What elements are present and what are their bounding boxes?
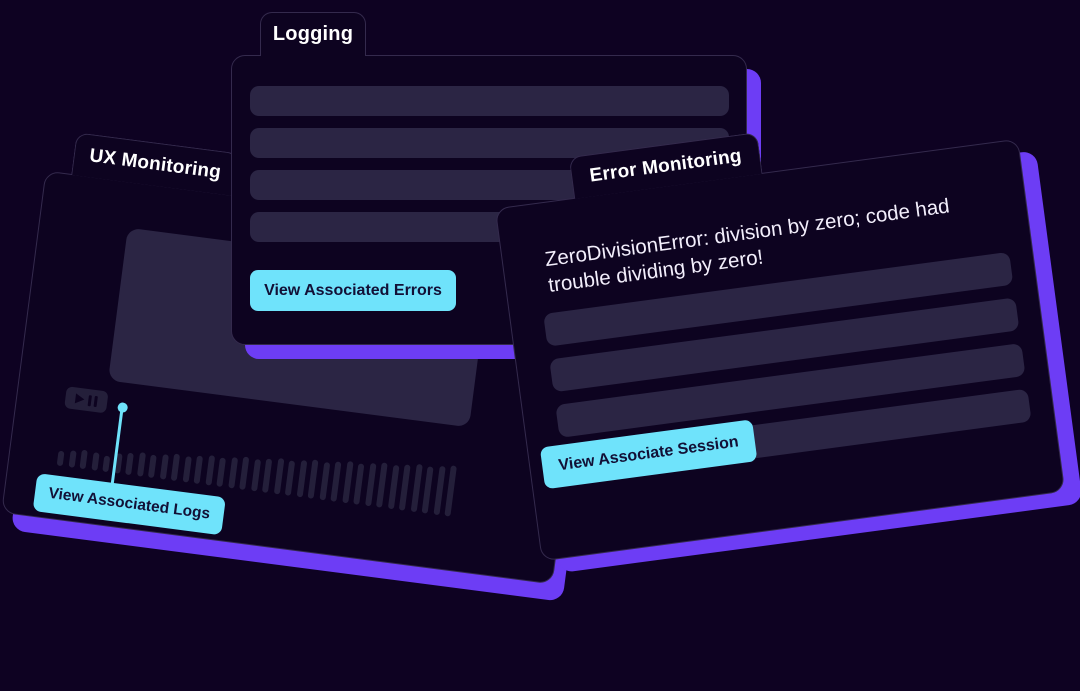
log-row-placeholder xyxy=(250,86,729,116)
waveform-bar xyxy=(79,449,88,470)
waveform-bar xyxy=(432,465,446,516)
waveform-bar xyxy=(387,464,399,510)
view-associated-errors-button[interactable]: View Associated Errors xyxy=(250,270,456,311)
error-monitoring-card-body: ZeroDivisionError: division by zero; cod… xyxy=(494,138,1066,562)
play-pause-control[interactable] xyxy=(64,386,109,414)
waveform-bar xyxy=(296,459,307,498)
waveform-bar xyxy=(398,464,411,511)
waveform-bar xyxy=(273,457,284,495)
logging-tab[interactable]: Logging xyxy=(260,12,366,56)
waveform-bar xyxy=(159,454,169,480)
pause-icon xyxy=(87,394,98,407)
waveform-bar xyxy=(90,452,100,471)
waveform-bar xyxy=(227,456,238,489)
waveform-bar xyxy=(410,463,423,513)
waveform-bar xyxy=(318,461,330,501)
waveform-bar xyxy=(204,455,215,486)
waveform-bar xyxy=(444,465,457,517)
waveform-bar xyxy=(364,462,377,507)
waveform-bar xyxy=(330,461,342,502)
waveform-bar xyxy=(136,452,146,477)
waveform-bar xyxy=(341,460,354,504)
waveform-bar xyxy=(307,459,319,499)
waveform-bar xyxy=(56,450,65,467)
waveform-bar xyxy=(193,455,204,485)
waveform-bar xyxy=(375,462,388,508)
waveform-bar xyxy=(182,456,192,483)
waveform-bar xyxy=(239,456,250,490)
play-icon xyxy=(75,393,86,405)
waveform-bar xyxy=(284,460,296,496)
ux-monitoring-tab-label: UX Monitoring xyxy=(88,145,223,184)
waveform-bar xyxy=(170,453,181,482)
error-monitoring-card: Error Monitoring ZeroDivisionError: divi… xyxy=(494,132,1080,574)
waveform-bar xyxy=(353,463,365,505)
waveform-bar xyxy=(102,455,111,473)
waveform-bar xyxy=(421,466,434,514)
waveform-bar xyxy=(250,458,261,492)
waveform-bar xyxy=(216,457,226,488)
waveform-bar xyxy=(125,452,134,476)
logging-tab-label: Logging xyxy=(272,23,354,45)
waveform-bar xyxy=(261,458,273,493)
waveform-bar xyxy=(147,454,157,479)
waveform-bar xyxy=(68,450,77,468)
